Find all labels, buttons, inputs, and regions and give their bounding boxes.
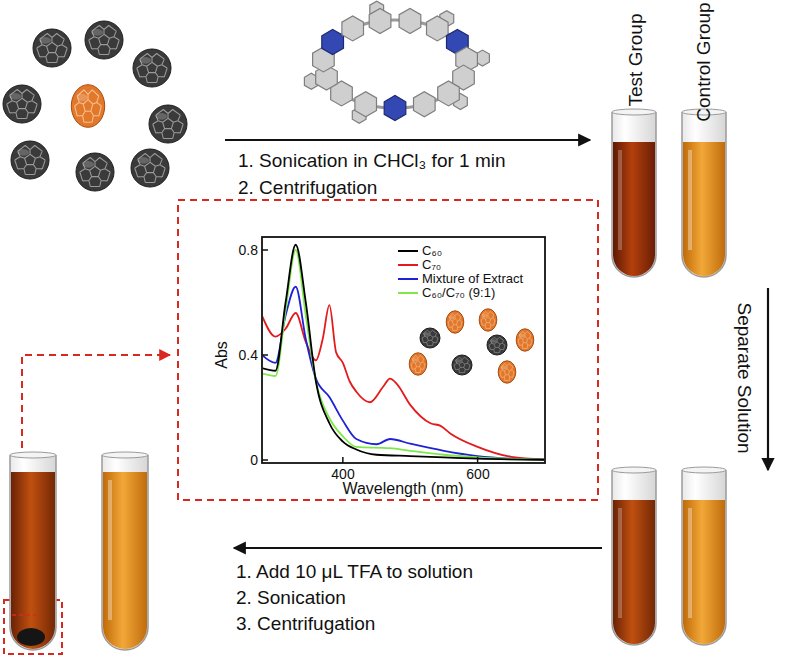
benzene-ring — [414, 92, 436, 117]
pyridine-ring — [384, 96, 406, 121]
spectrum-line — [263, 305, 544, 459]
process-step: 2. Centrifugation — [238, 177, 377, 199]
test-tube — [682, 467, 726, 645]
c70-molecule — [409, 353, 427, 375]
test-tube — [682, 109, 726, 277]
c60-molecule — [420, 328, 440, 348]
c70-molecule — [498, 361, 516, 383]
axis-tick: 0.4 — [239, 347, 258, 363]
group-label: Control Group — [693, 2, 715, 121]
c60-molecule — [3, 85, 41, 123]
c60-molecule — [11, 141, 49, 179]
test-tube — [102, 452, 148, 650]
benzene-ring — [342, 16, 364, 41]
c60-molecule — [85, 21, 123, 59]
spectrum-line — [263, 250, 544, 460]
legend-text: C₇₀ — [422, 258, 441, 273]
c70-molecule — [479, 309, 497, 331]
legend-swatch — [398, 292, 418, 294]
process-step: 2. Sonication — [236, 587, 346, 609]
benzene-ring — [355, 92, 377, 117]
c60-molecule — [149, 105, 187, 143]
spectrum-line — [263, 245, 544, 460]
legend-text: Mixture of Extract — [422, 272, 523, 287]
axis-tick: 400 — [331, 466, 354, 482]
c70-molecule — [516, 329, 534, 351]
legend-swatch — [398, 264, 418, 266]
test-tube — [612, 109, 656, 277]
legend-text: C₆₀/C₇₀ (9:1) — [422, 286, 495, 301]
c60-molecule — [33, 29, 71, 67]
process-arrow — [225, 139, 590, 141]
c60-molecule — [133, 49, 171, 87]
dashed-frame — [178, 200, 598, 500]
group-label: Test Group — [625, 14, 647, 107]
process-arrow — [767, 288, 769, 470]
process-step: 3. Centrifugation — [236, 613, 375, 635]
c60-molecule — [487, 335, 507, 355]
axis-title: Wavelength (nm) — [342, 480, 463, 498]
c60-molecule — [131, 149, 169, 187]
process-step: Separate Solution — [733, 302, 755, 453]
precipitate — [17, 628, 45, 646]
legend-text: C₆₀ — [422, 244, 442, 259]
process-step: 1. Add 10 μL TFA to solution — [236, 561, 473, 583]
process-step: 1. Sonication in CHCl₃ for 1 min — [238, 150, 506, 172]
molecule-layer — [3, 21, 534, 383]
axis-tick: 0 — [250, 452, 258, 468]
pyridine-ring — [322, 30, 344, 55]
legend-swatch — [398, 250, 418, 252]
c70-molecule — [71, 85, 104, 128]
process-arrow — [234, 547, 602, 549]
legend-swatch — [398, 278, 418, 280]
benzene-ring — [427, 16, 449, 41]
dashed-arrow — [22, 355, 170, 448]
axis-title: Abs — [213, 341, 231, 369]
c60-molecule — [76, 153, 114, 191]
axis-tick: 0.8 — [239, 242, 258, 258]
macrocycle — [304, 1, 489, 123]
c70-molecule — [446, 311, 464, 333]
c60-molecule — [452, 355, 472, 375]
benzene-ring — [399, 9, 421, 34]
axis-tick: 600 — [466, 466, 489, 482]
test-tube — [612, 467, 656, 645]
benzene-ring — [438, 81, 460, 106]
test-tube — [10, 452, 56, 650]
plot-area — [262, 245, 545, 463]
plot-frame — [262, 237, 545, 463]
benzene-ring — [369, 9, 391, 34]
